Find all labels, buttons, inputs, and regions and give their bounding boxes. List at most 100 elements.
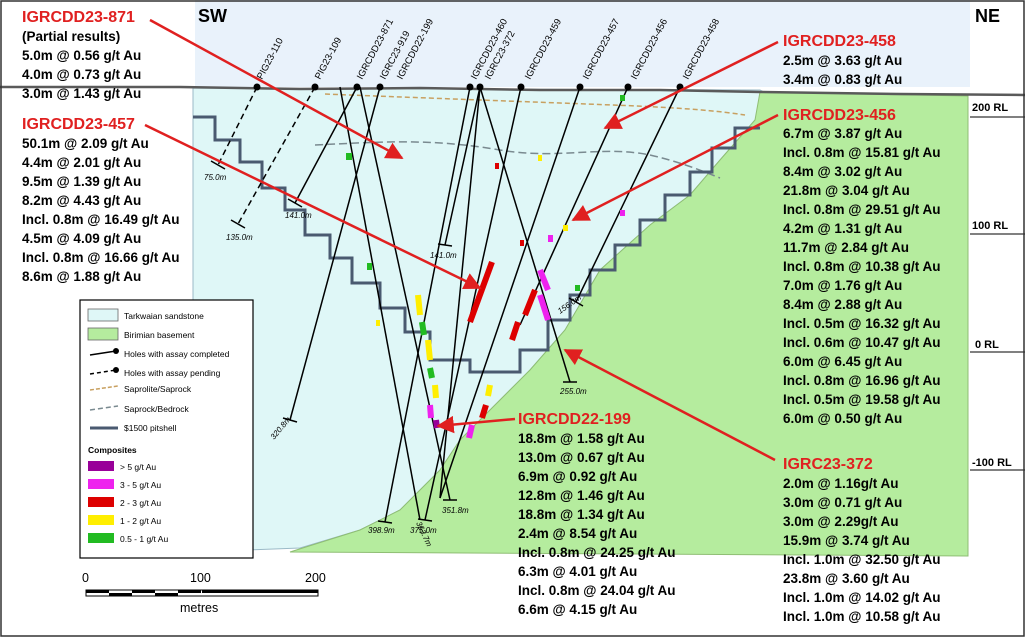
pitshell-outline	[193, 115, 760, 374]
hole-pig23-109-endtick	[230, 219, 246, 229]
rl-label-200: 200 RL	[972, 102, 1008, 114]
result-line: Incl. 0.8m @ 29.51 g/t Au	[783, 202, 940, 217]
composite-intercepts	[346, 95, 625, 439]
hole-459-collar	[517, 83, 525, 91]
legend-swatch-3to5	[88, 479, 114, 489]
result-line: 4.4m @ 2.01 g/t Au	[22, 155, 141, 170]
result-title-871: IGRCDD23-871	[22, 9, 135, 26]
scale-bar-seg-6	[202, 590, 318, 593]
hole-919-collar	[376, 83, 384, 91]
result-block-372: IGRC23-372 2.0m @ 1.16g/t Au 3.0m @ 0.71…	[783, 456, 940, 624]
result-title-457: IGRCDD23-457	[22, 116, 135, 133]
depth-label-457: 375.0m	[410, 526, 437, 535]
result-line: 3.0m @ 1.43 g/t Au	[22, 86, 141, 101]
intercept-green-5	[620, 95, 625, 101]
intercept-yellow-3	[432, 384, 439, 399]
rl-label-minus100: -100 RL	[972, 457, 1012, 469]
depth-label-pig23-110: 75.0m	[204, 173, 227, 182]
result-line: 6.0m @ 6.45 g/t Au	[783, 354, 902, 369]
legend-label-gt5: > 5 g/t Au	[120, 462, 156, 472]
legend-label-sandstone: Tarkwaian sandstone	[124, 311, 204, 321]
result-line: 21.8m @ 3.04 g/t Au	[783, 183, 910, 198]
result-line: 7.0m @ 1.76 g/t Au	[783, 278, 902, 293]
arrow-457	[144, 123, 482, 290]
result-line: 11.7m @ 2.84 g/t Au	[783, 240, 909, 255]
scale-bar-seg-2	[132, 590, 155, 593]
result-line: Incl. 0.5m @ 19.58 g/t Au	[783, 392, 940, 407]
hole-457-collar	[576, 83, 584, 91]
legend-label-pending: Holes with assay pending	[124, 368, 221, 378]
result-line: 12.8m @ 1.46 g/t Au	[518, 488, 645, 503]
result-line: 18.8m @ 1.34 g/t Au	[518, 507, 645, 522]
result-line: 50.1m @ 2.09 g/t Au	[22, 136, 149, 151]
legend-label-2to3: 2 - 3 g/t Au	[120, 498, 161, 508]
result-line: Incl. 1.0m @ 14.02 g/t Au	[783, 590, 940, 605]
result-line: Incl. 0.8m @ 16.96 g/t Au	[783, 373, 940, 388]
hole-458-endtick	[568, 297, 584, 307]
intercept-magenta-2	[537, 294, 551, 321]
intercept-purple-1	[433, 419, 440, 429]
intercept-magenta-4	[466, 424, 475, 439]
legend-label-saprolite: Saprolite/Saprock	[124, 384, 192, 394]
scale-bar-seg-5	[155, 593, 178, 596]
result-line: 15.9m @ 3.74 g/t Au	[783, 533, 910, 548]
scale-unit: metres	[180, 601, 218, 615]
hole-460-collar	[466, 83, 474, 91]
intercept-yellow-1	[415, 294, 423, 316]
result-line: 13.0m @ 0.67 g/t Au	[518, 450, 645, 465]
intercept-red-2	[522, 288, 538, 317]
hole-459-trace	[424, 86, 522, 521]
intercept-yellow-5	[376, 320, 380, 326]
intercept-red-3	[509, 321, 521, 341]
legend-swatch-pending-dot	[113, 367, 119, 373]
result-line: Incl. 0.8m @ 10.38 g/t Au	[783, 259, 940, 274]
scale-bar: 0 100 200 metres	[82, 571, 326, 615]
result-line: 4.2m @ 1.31 g/t Au	[783, 221, 902, 236]
hole-199b-trace	[359, 86, 451, 501]
result-line: 6.6m @ 4.15 g/t Au	[518, 602, 637, 617]
result-line: 8.2m @ 4.43 g/t Au	[22, 193, 141, 208]
hole-pig23-110-collar	[253, 83, 261, 91]
result-line: 3.0m @ 0.71 g/t Au	[783, 495, 902, 510]
result-line: Incl. 0.8m @ 15.81 g/t Au	[783, 145, 940, 160]
legend-label-3to5: 3 - 5 g/t Au	[120, 480, 161, 490]
result-line: 3.0m @ 2.29g/t Au	[783, 514, 898, 529]
result-line: 5.0m @ 0.56 g/t Au	[22, 48, 141, 63]
result-line: (Partial results)	[22, 29, 120, 44]
legend-label-basement: Birimian basement	[124, 330, 195, 340]
legend-label-05to1: 0.5 - 1 g/t Au	[120, 534, 168, 544]
depth-label-456: 255.0m	[559, 387, 587, 396]
result-line: 4.0m @ 0.73 g/t Au	[22, 67, 141, 82]
intercept-green-6	[575, 285, 580, 291]
depth-label-460: 398.9m	[368, 526, 395, 535]
intercept-red-5	[495, 163, 499, 169]
result-line: 2.4m @ 8.54 g/t Au	[518, 526, 637, 541]
result-title-458: IGRCDD23-458	[783, 33, 896, 50]
result-line: 8.6m @ 1.88 g/t Au	[22, 269, 141, 284]
result-line: 6.0m @ 0.50 g/t Au	[783, 411, 902, 426]
legend-composites-title: Composites	[88, 445, 137, 455]
result-line: 2.0m @ 1.16g/t Au	[783, 476, 898, 491]
sw-label: SW	[198, 6, 227, 26]
legend-label-1to2: 1 - 2 g/t Au	[120, 516, 161, 526]
hole-871-trace	[294, 86, 358, 204]
result-title-456: IGRCDD23-456	[783, 107, 896, 124]
result-line: 18.8m @ 1.58 g/t Au	[518, 431, 645, 446]
scale-tick-0: 0	[82, 571, 89, 585]
saprock-bedrock-line	[314, 141, 721, 179]
hole-pig23-110-endtick	[210, 160, 226, 170]
result-block-871: IGRCDD23-871 (Partial results) 5.0m @ 0.…	[22, 9, 141, 101]
hole-871-collar	[353, 83, 361, 91]
arrow-199	[436, 415, 516, 434]
result-line: Incl. 0.8m @ 16.66 g/t Au	[22, 250, 179, 265]
result-line: 23.8m @ 3.60 g/t Au	[783, 571, 910, 586]
hole-pig23-110-trace	[217, 86, 258, 166]
result-block-458: IGRCDD23-458 2.5m @ 3.63 g/t Au 3.4m @ 0…	[783, 33, 902, 87]
hole-372-trace	[444, 86, 481, 246]
legend-swatch-1to2	[88, 515, 114, 525]
hole-919-endtick	[282, 417, 298, 423]
hole-pig23-109-collar	[311, 83, 319, 91]
arrow-456	[571, 113, 779, 222]
hole-456-collar	[624, 83, 632, 91]
